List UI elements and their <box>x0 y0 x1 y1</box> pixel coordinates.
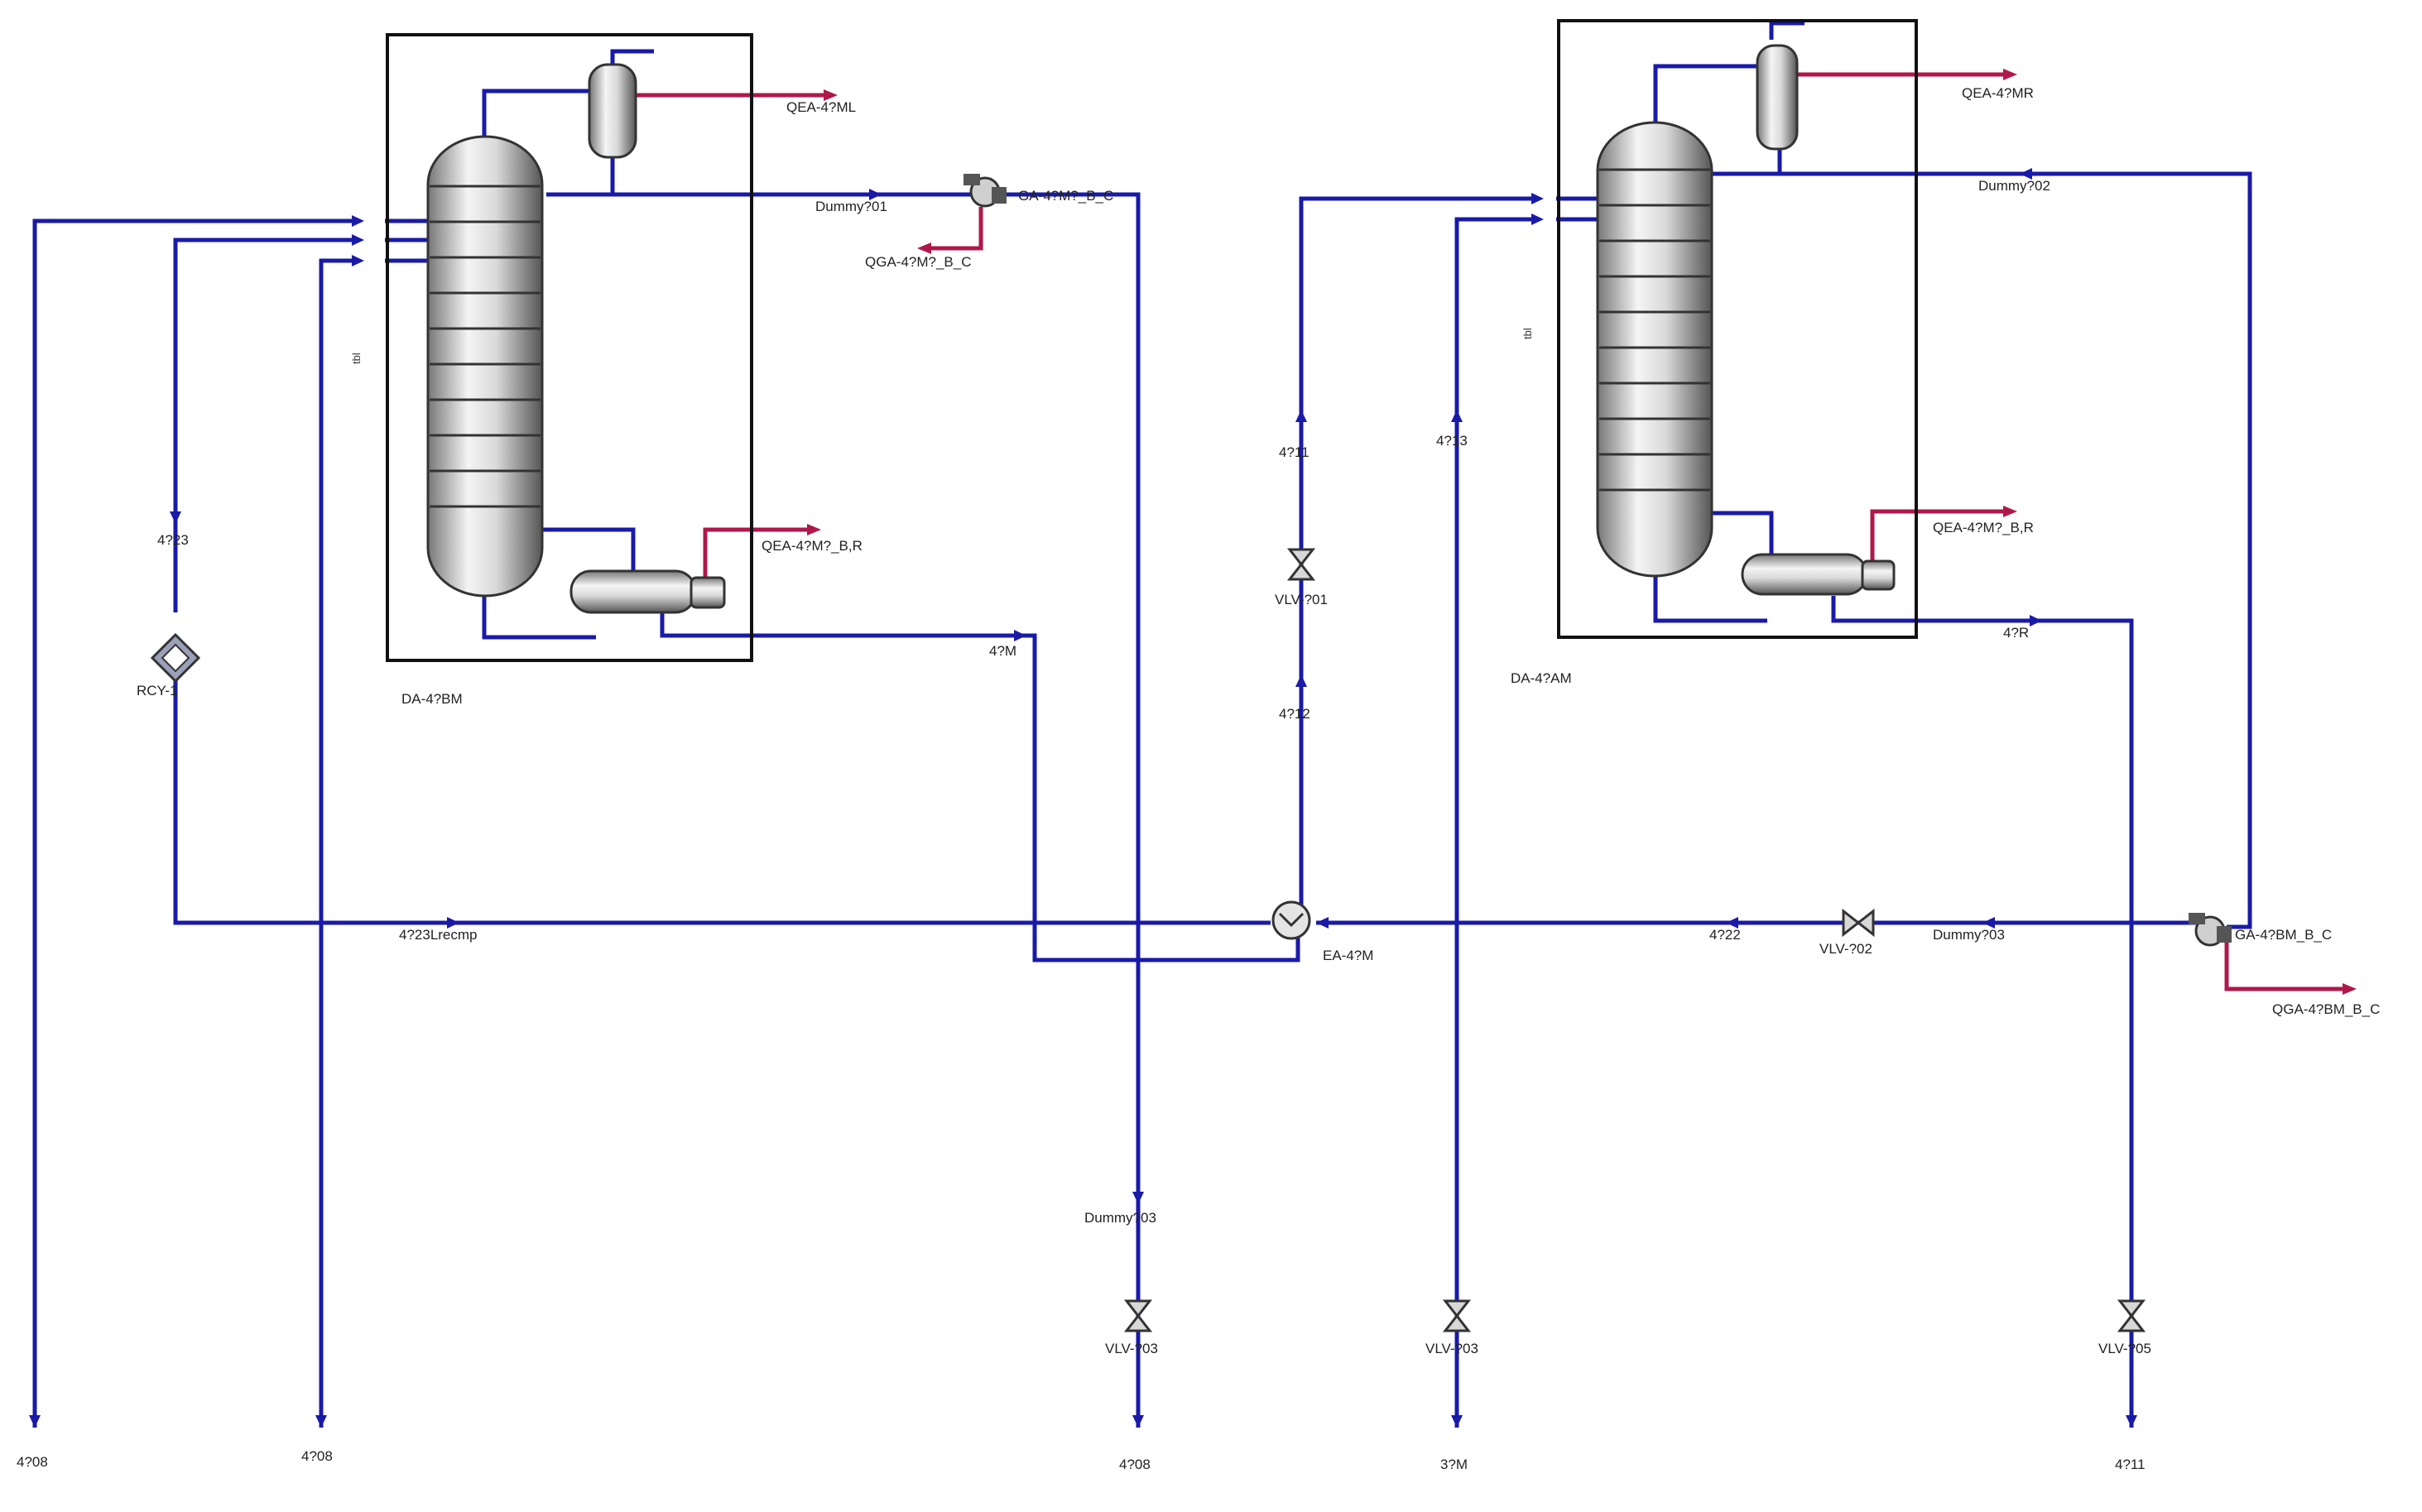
label-pump-2-duty: QGA-4?BM_B_C <box>2272 1001 2380 1017</box>
valve-4[interactable] <box>1442 1299 1472 1332</box>
label-reb-duty-2: QEA-4?M?_B,R <box>1933 520 2034 535</box>
pipe-bottoms1[interactable] <box>660 612 1300 962</box>
pipe-pump2-out[interactable] <box>2227 910 2252 929</box>
label-stream-feed-a: 4?08 <box>17 1454 48 1470</box>
pipe-col1-bottoms[interactable] <box>482 579 596 640</box>
pipe-cond2-vent[interactable] <box>1769 21 1804 40</box>
valve-5[interactable] <box>2117 1299 2146 1332</box>
pipe-feed-a[interactable] <box>32 218 360 1428</box>
condenser-1-drum[interactable] <box>588 63 637 159</box>
energy-reb2[interactable] <box>1870 509 2011 563</box>
material-pipes <box>32 21 2252 1428</box>
labels: DA-4?BM DA-4?AM QEA-4?ML QEA-4?MR QEA-4?… <box>17 85 2380 1472</box>
label-recycle: RCY-1 <box>137 683 177 698</box>
label-stream-split-1: 4?11 <box>1279 444 1310 460</box>
label-column-2: DA-4?AM <box>1511 670 1572 686</box>
pipe-col2-bottoms[interactable] <box>1653 571 1767 623</box>
energy-pump2[interactable] <box>2224 939 2351 991</box>
label-stream-dummy-3: Dummy?02 <box>1978 178 2050 194</box>
label-stream-valve-in: 4?22 <box>1709 927 1741 943</box>
label-valve-1: VLV-?01 <box>1275 592 1328 607</box>
valve-1[interactable] <box>1286 548 1316 581</box>
valve-2[interactable] <box>1842 908 1875 938</box>
label-pump-1-duty: QGA-4?M?_B_C <box>865 254 972 270</box>
pipe-cond1-vent[interactable] <box>610 49 654 66</box>
column-2-trays <box>1599 168 1710 492</box>
label-cond-duty-1: QEA-4?ML <box>786 99 856 115</box>
pipe-hx-to-col2[interactable] <box>1299 196 1540 910</box>
pipe-col1-overhead[interactable] <box>482 89 596 137</box>
label-stream-out-3: 4?11 <box>2115 1457 2146 1472</box>
column-1-trays <box>430 185 541 508</box>
reboiler-1-drum[interactable] <box>569 569 697 614</box>
label-reb-duty-1: QEA-4?M?_B,R <box>762 538 863 554</box>
valve-3[interactable] <box>1123 1299 1153 1332</box>
label-valve-3: VLV-?03 <box>1105 1341 1158 1356</box>
column-1-unit[interactable]: tbl <box>350 33 753 662</box>
label-stream-split-3: 4?13 <box>1436 433 1468 449</box>
column-1-vessel[interactable] <box>426 135 544 598</box>
reboiler-1-head <box>690 576 726 609</box>
energy-arrows <box>807 69 2357 995</box>
label-stream-dist-1: Dummy?01 <box>815 199 887 214</box>
pipe-reb1-vapor[interactable] <box>542 527 636 571</box>
pipe-col2-inlets[interactable] <box>1556 196 1602 222</box>
label-column-1: DA-4?BM <box>401 691 463 707</box>
energy-pump1[interactable] <box>923 207 983 251</box>
label-stream-dummy-2: Dummy?03 <box>1933 927 2005 943</box>
flow-arrows <box>29 168 2137 1428</box>
pipe-bottoms2[interactable] <box>1831 596 2134 1428</box>
pipe-rcy-bottom[interactable] <box>173 654 1271 925</box>
label-stream-rcy-out: 4?23 <box>157 532 189 548</box>
label-stream-out-2: 3?M <box>1440 1457 1468 1472</box>
heat-exchanger[interactable] <box>1271 900 1311 940</box>
column-2-unit[interactable]: tbl <box>1521 19 1918 639</box>
label-valve-4: VLV-?03 <box>1425 1341 1478 1356</box>
label-stream-dummy-down: Dummy?03 <box>1084 1210 1156 1226</box>
label-stream-hx-return: 4?23Lrecmp <box>399 927 478 943</box>
label-pump-1: GA-4?M?_B_C <box>1018 188 1113 204</box>
label-stream-bottoms-1: 4?M <box>989 643 1016 659</box>
label-stream-out-1: 4?08 <box>1119 1457 1151 1472</box>
reboiler-2-drum[interactable] <box>1741 553 1868 596</box>
label-cond-duty-2: QEA-4?MR <box>1962 85 2034 101</box>
pipe-column1-inlets[interactable] <box>385 218 430 263</box>
pump-2[interactable] <box>2189 913 2232 947</box>
valves <box>1123 548 2146 1332</box>
pipe-feed-b[interactable] <box>319 258 360 1428</box>
column-1-side-label: tbl <box>350 353 363 364</box>
label-stream-split-2: 4?12 <box>1279 706 1310 722</box>
pipe-pump1-down[interactable] <box>989 192 1141 1428</box>
label-valve-2: VLV-?02 <box>1819 941 1872 957</box>
pipe-rcy-top[interactable] <box>173 238 360 612</box>
reboiler-2-head <box>1861 559 1896 591</box>
column-2-vessel[interactable] <box>1596 121 1713 578</box>
pipe-dist2[interactable] <box>1712 171 2252 910</box>
energy-streams <box>625 72 2351 991</box>
energy-reb1[interactable] <box>703 527 815 579</box>
label-pump-2: GA-4?BM_B_C <box>2235 927 2332 943</box>
pipe-col2-overhead[interactable] <box>1653 64 1759 122</box>
pump-1[interactable] <box>964 174 1007 208</box>
label-valve-5: VLV-?05 <box>2098 1341 2151 1356</box>
recycle-block[interactable] <box>150 632 201 684</box>
label-stream-bottoms-2: 4?R <box>2003 625 2029 641</box>
condenser-2-drum[interactable] <box>1756 44 1799 151</box>
pipe-reb2-vapor[interactable] <box>1712 511 1774 554</box>
label-heat-exchanger: EA-4?M <box>1323 948 1373 963</box>
column-2-side-label: tbl <box>1521 328 1534 339</box>
label-stream-feed-b: 4?08 <box>301 1448 333 1464</box>
pipe-split3[interactable] <box>1454 217 1540 1428</box>
